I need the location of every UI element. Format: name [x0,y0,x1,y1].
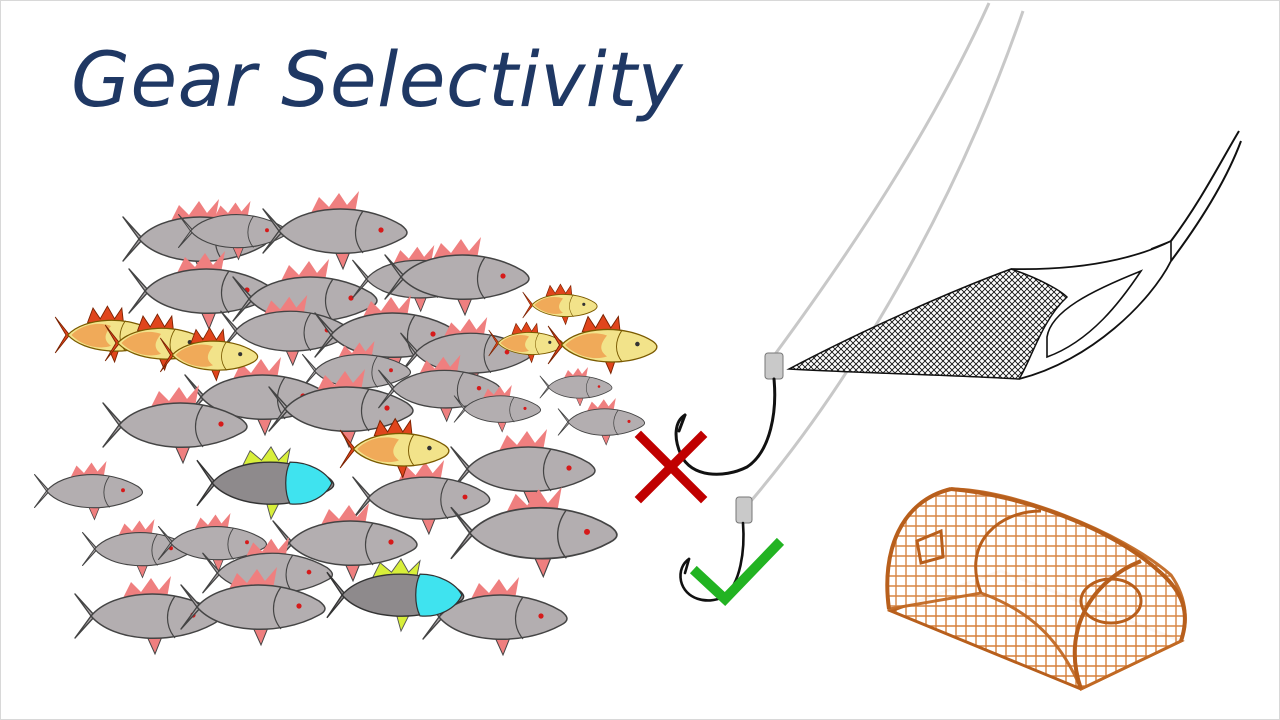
fishing-lines [749,2,1025,502]
check-mark-icon [689,537,785,607]
landing-net-icon [786,130,1242,380]
large-hook-icon [674,352,784,476]
x-mark-icon [634,430,708,504]
slide-title: Gear Selectivity [71,35,684,124]
lobster-trap-icon [885,487,1187,692]
small-hook-icon [679,496,753,602]
fish-school [33,190,658,656]
